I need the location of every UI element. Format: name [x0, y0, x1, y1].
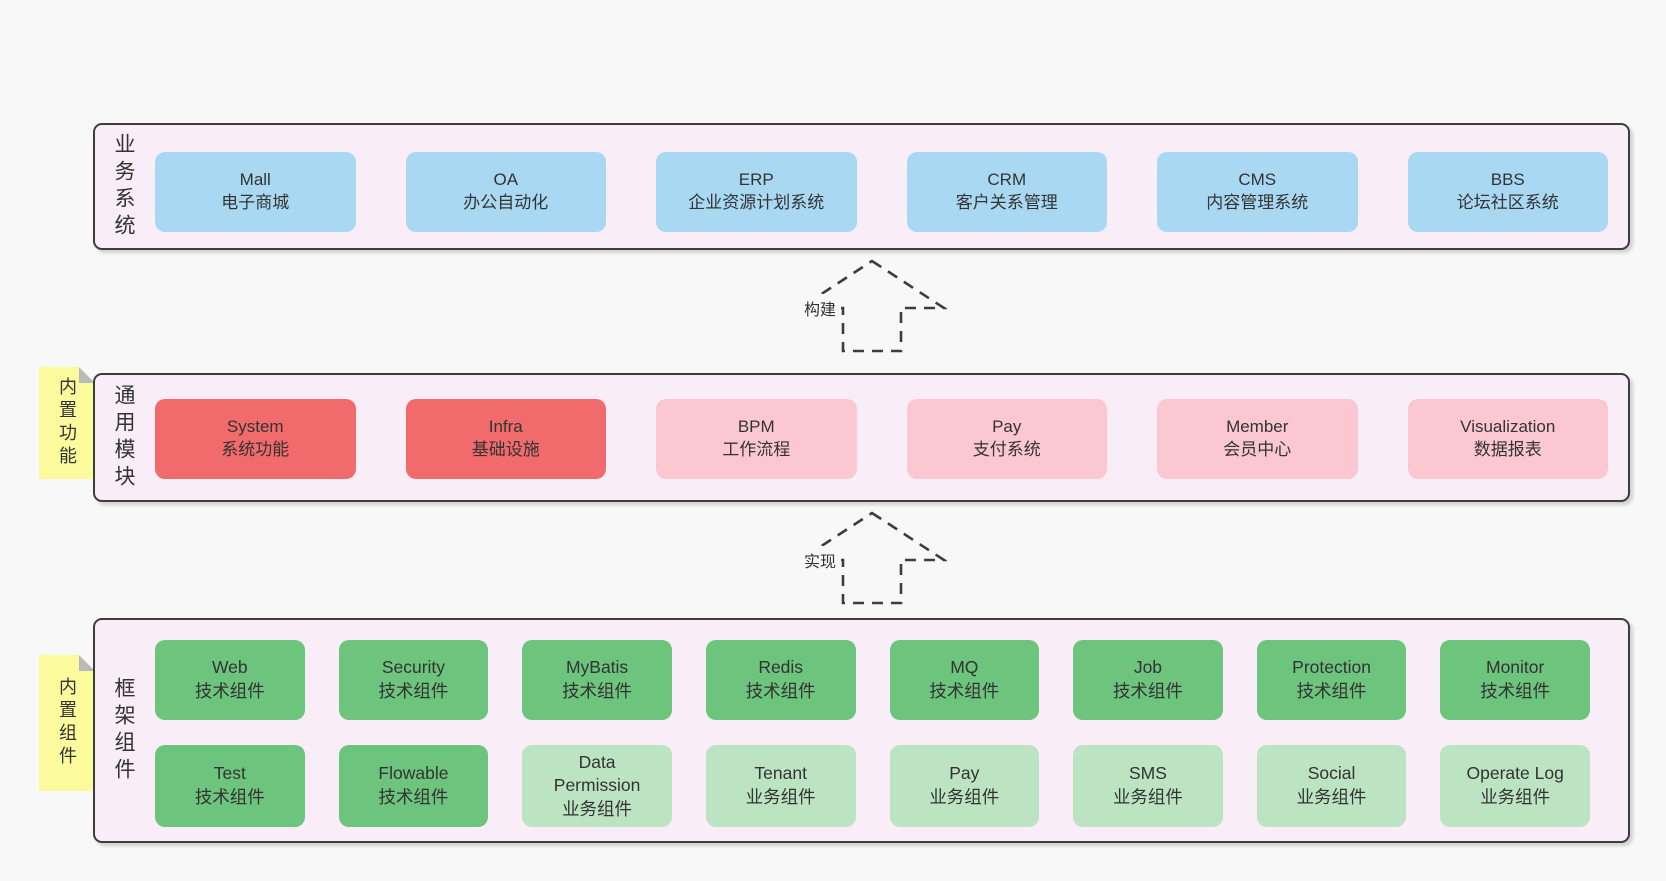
- box-infra: Infra 基础设施: [405, 399, 606, 479]
- band-label-framework-components: 框架组件: [112, 676, 135, 785]
- sticky-built-in-features: 内置功能: [39, 367, 95, 479]
- arrow-build-label: 构建: [799, 294, 842, 322]
- box-job: Job 技术组件: [1073, 640, 1223, 720]
- box-system: System 系统功能: [155, 399, 356, 479]
- box-erp: ERP 企业资源计划系统: [656, 152, 857, 232]
- box-operate-log: Operate Log 业务组件: [1440, 745, 1590, 827]
- box-pay-module: Pay 支付系统: [906, 399, 1107, 479]
- box-pay-component: Pay 业务组件: [889, 745, 1040, 827]
- arrow-build: 构建: [797, 258, 947, 354]
- box-mq: MQ 技术组件: [889, 640, 1040, 720]
- box-mybatis: MyBatis 技术组件: [522, 640, 672, 720]
- box-security: Security 技术组件: [338, 640, 489, 720]
- box-oa: OA 办公自动化: [405, 152, 606, 232]
- box-web: Web 技术组件: [155, 640, 305, 720]
- box-redis: Redis 技术组件: [705, 640, 856, 720]
- box-protection: Protection 技术组件: [1256, 640, 1407, 720]
- box-monitor: Monitor 技术组件: [1440, 640, 1590, 720]
- band-business-systems: 业务系统 Mall 电子商城 OA 办公自动化 ERP 企业资源计划系统 CRM…: [93, 123, 1630, 250]
- box-flowable: Flowable 技术组件: [338, 745, 489, 827]
- box-bbs: BBS 论坛社区系统: [1407, 152, 1608, 232]
- box-sms: SMS 业务组件: [1073, 745, 1223, 827]
- box-mall: Mall 电子商城: [155, 152, 356, 232]
- arrow-implement-label: 实现: [799, 546, 842, 574]
- box-bpm: BPM 工作流程: [656, 399, 857, 479]
- box-visualization: Visualization 数据报表: [1407, 399, 1608, 479]
- band-label-common-modules: 通用模块: [112, 383, 135, 492]
- box-test: Test 技术组件: [155, 745, 305, 827]
- sticky-built-in-components: 内置组件: [39, 655, 95, 791]
- band-label-business-systems: 业务系统: [112, 132, 135, 241]
- box-social: Social 业务组件: [1256, 745, 1407, 827]
- box-cms: CMS 内容管理系统: [1157, 152, 1358, 232]
- sticky-label: 内置功能: [57, 377, 77, 469]
- box-member: Member 会员中心: [1157, 399, 1358, 479]
- arrow-implement: 实现: [797, 510, 947, 606]
- band-framework-components: 框架组件 Web 技术组件 Security 技术组件 MyBatis 技术组件…: [93, 618, 1630, 843]
- band-common-modules: 通用模块 System 系统功能 Infra 基础设施 BPM 工作流程 Pay…: [93, 373, 1630, 502]
- sticky-label: 内置组件: [57, 677, 77, 769]
- box-tenant: Tenant 业务组件: [705, 745, 856, 827]
- box-crm: CRM 客户关系管理: [906, 152, 1107, 232]
- box-data-permission: Data Permission 业务组件: [522, 745, 672, 827]
